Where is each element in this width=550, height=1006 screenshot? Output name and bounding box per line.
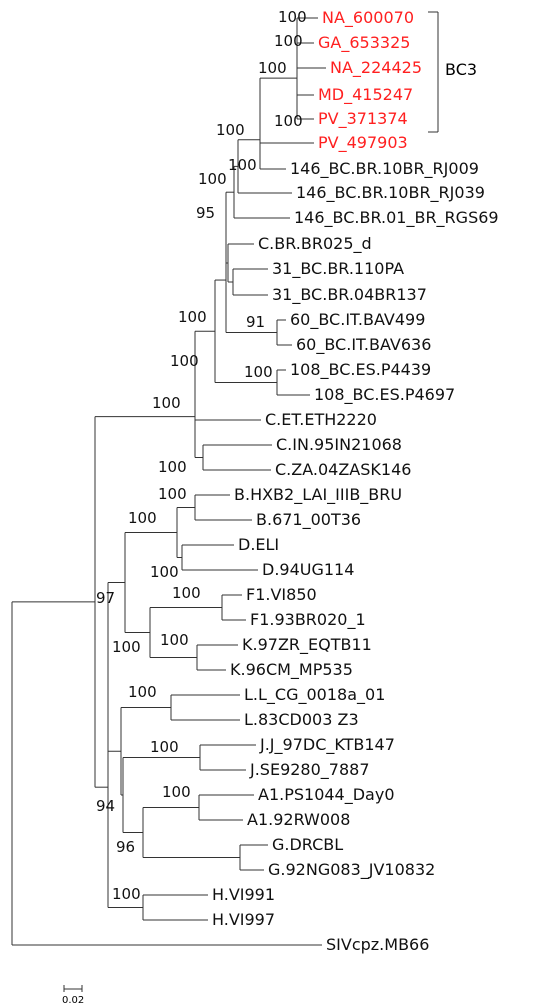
leaf-label: D.94UG114 <box>262 560 354 579</box>
leaf-label: NA_600070 <box>322 8 414 28</box>
tree-branches <box>11 17 326 946</box>
leaf-label: C.IN.95IN21068 <box>276 435 402 454</box>
clade-label-bc3: BC3 <box>445 60 477 79</box>
bootstrap-value: 100 <box>244 363 273 381</box>
leaf-label: PV_371374 <box>318 109 408 129</box>
leaf-label: G.DRCBL <box>272 835 343 854</box>
leaf-label: GA_653325 <box>318 33 410 53</box>
bootstrap-value: 91 <box>246 313 265 331</box>
bootstrap-value: 100 <box>170 352 199 370</box>
leaf-label: 60_BC.IT.BAV499 <box>290 310 425 330</box>
leaf-label: 108_BC.ES.P4697 <box>314 385 455 405</box>
leaf-label: B.HXB2_LAI_IIIB_BRU <box>234 485 402 505</box>
bootstrap-value: 100 <box>160 631 189 649</box>
leaf-label: NA_224425 <box>330 58 422 78</box>
leaf-label: L.L_CG_0018a_01 <box>244 685 385 705</box>
bootstrap-value: 100 <box>274 112 303 130</box>
bootstrap-value: 100 <box>162 783 191 801</box>
bootstrap-value: 100 <box>178 308 207 326</box>
leaf-label: 108_BC.ES.P4439 <box>290 360 431 380</box>
bootstrap-value: 100 <box>158 485 187 503</box>
leaf-label: SIVcpz.MB66 <box>326 935 429 954</box>
leaf-label: C.ZA.04ZASK146 <box>275 460 411 479</box>
leaf-label: 146_BC.BR.10BR_RJ039 <box>296 183 485 203</box>
leaf-label: D.ELI <box>238 535 279 554</box>
bootstrap-value: 100 <box>172 584 201 602</box>
leaf-label: J.SE9280_7887 <box>249 760 370 780</box>
bootstrap-value: 94 <box>96 797 115 815</box>
scale-bar-label: 0.02 <box>62 995 84 1006</box>
bootstrap-value: 100 <box>150 738 179 756</box>
leaf-label: F1.93BR020_1 <box>250 610 366 630</box>
bootstrap-value: 100 <box>158 458 187 476</box>
bootstrap-value: 100 <box>128 683 157 701</box>
leaf-label: B.671_00T36 <box>256 510 361 530</box>
bootstrap-value: 100 <box>228 156 257 174</box>
leaf-label: H.VI997 <box>212 910 275 929</box>
leaf-label: H.VI991 <box>212 885 275 904</box>
bootstrap-value: 100 <box>128 509 157 527</box>
leaf-label: 31_BC.BR.04BR137 <box>272 285 427 305</box>
leaf-label: 31_BC.BR.110PA <box>272 259 404 279</box>
bootstrap-value: 100 <box>216 121 245 139</box>
bootstrap-value: 100 <box>198 170 227 188</box>
bootstrap-value: 100 <box>112 638 141 656</box>
leaf-label: J.J_97DC_KTB147 <box>259 735 395 755</box>
leaf-label: 60_BC.IT.BAV636 <box>296 335 431 355</box>
leaf-label: C.ET.ETH2220 <box>265 410 377 429</box>
leaf-label: F1.VI850 <box>246 585 317 604</box>
leaf-label: A1.PS1044_Day0 <box>258 785 395 805</box>
leaf-label: A1.92RW008 <box>247 810 350 829</box>
bootstrap-value: 100 <box>278 8 307 26</box>
leaf-label: PV_497903 <box>318 133 408 153</box>
clade-bracket <box>428 11 439 133</box>
bootstrap-value: 100 <box>274 32 303 50</box>
bootstrap-value: 100 <box>112 885 141 903</box>
bootstrap-value: 97 <box>96 589 115 607</box>
bootstrap-value: 100 <box>152 394 181 412</box>
leaf-label: G.92NG083_JV10832 <box>268 860 435 880</box>
leaf-label: K.97ZR_EQTB11 <box>242 635 372 655</box>
bootstrap-value: 100 <box>150 563 179 581</box>
bootstrap-value: 96 <box>116 838 135 856</box>
leaf-label: L.83CD003 Z3 <box>244 710 359 729</box>
leaf-labels: NA_600070GA_653325NA_224425MD_415247PV_3… <box>212 8 499 954</box>
leaf-label: K.96CM_MP535 <box>230 660 353 680</box>
leaf-label: MD_415247 <box>318 85 413 105</box>
leaf-label: 146_BC.BR.01_BR_RGS69 <box>294 208 499 228</box>
bootstrap-value: 95 <box>196 204 215 222</box>
leaf-label: 146_BC.BR.10BR_RJ009 <box>290 159 479 179</box>
leaf-label: C.BR.BR025_d <box>258 234 372 254</box>
scale-bar: 0.02 <box>62 985 84 1006</box>
bootstrap-value: 100 <box>258 59 287 77</box>
